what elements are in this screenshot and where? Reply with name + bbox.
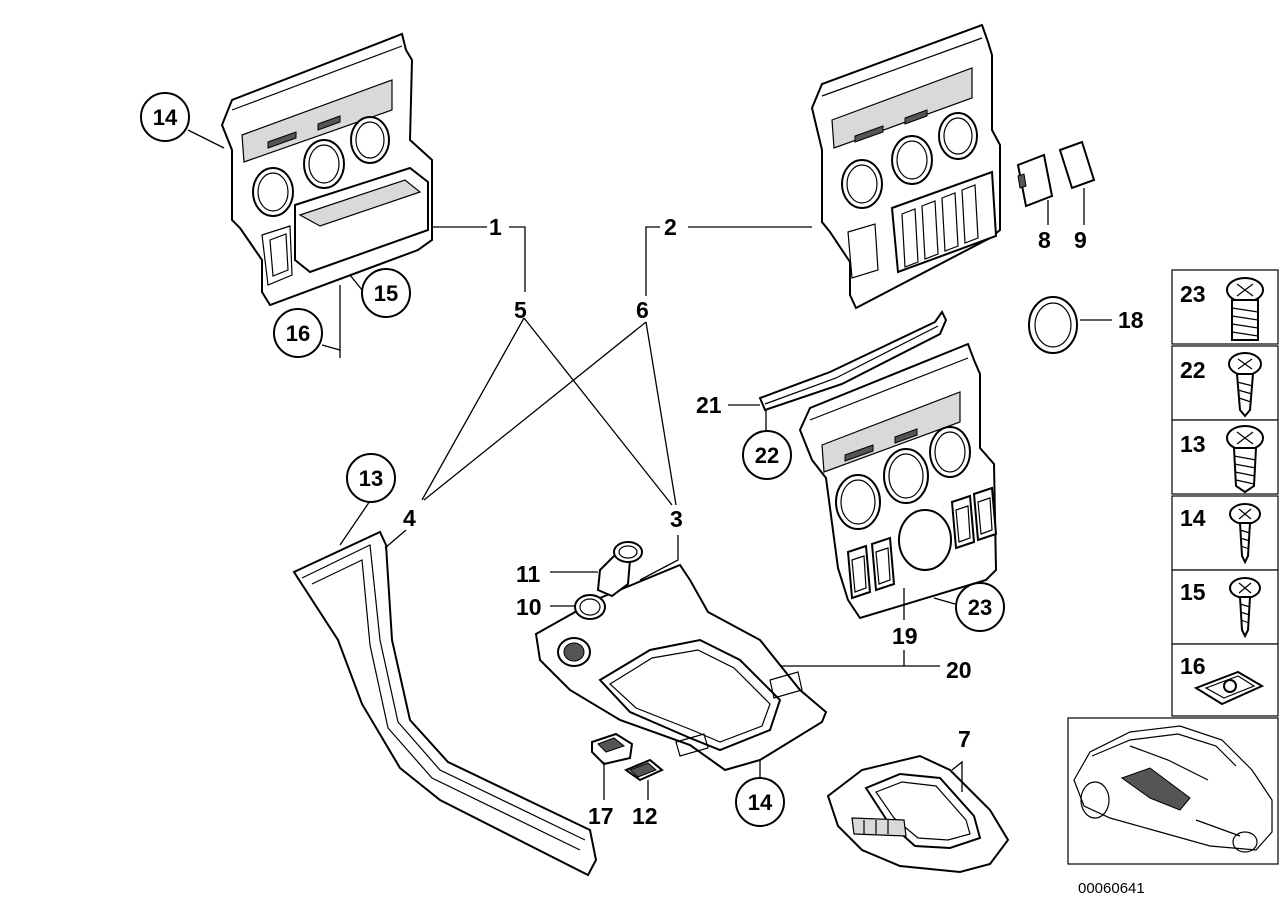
vehicle-location-thumbnail xyxy=(1067,717,1279,865)
side-trim-part-4 xyxy=(292,530,598,877)
clip-nut-icon-16 xyxy=(1193,670,1265,706)
callout-14-top: 14 xyxy=(140,92,190,142)
callout-22: 22 xyxy=(742,430,792,480)
center-panel-part-2 xyxy=(810,23,1001,310)
key-item-22: 22 xyxy=(1171,345,1279,421)
ring-part-18 xyxy=(1028,296,1078,354)
label-10: 10 xyxy=(516,594,542,620)
label-5: 5 xyxy=(514,297,527,323)
cover-part-8 xyxy=(1016,153,1054,208)
center-panel-part-19 xyxy=(798,342,998,620)
label-18: 18 xyxy=(1118,307,1144,333)
leader-lines xyxy=(187,129,1112,800)
key-item-15-label: 15 xyxy=(1180,579,1206,605)
key-item-15: 15 xyxy=(1171,569,1279,645)
label-17: 17 xyxy=(588,803,614,829)
key-item-22-label: 22 xyxy=(1180,357,1206,383)
label-8: 8 xyxy=(1038,227,1051,253)
center-panel-part-1 xyxy=(220,32,433,307)
key-item-13: 13 xyxy=(1171,419,1279,495)
cover-part-9 xyxy=(1058,140,1096,190)
label-1: 1 xyxy=(489,214,502,240)
screw-icon-22 xyxy=(1228,352,1262,418)
clip-part-12 xyxy=(623,758,664,782)
callout-15: 15 xyxy=(361,268,411,318)
callout-22-label: 22 xyxy=(755,443,779,468)
diagram-number: 00060641 xyxy=(1078,880,1145,897)
label-7: 7 xyxy=(958,726,971,752)
callout-23: 23 xyxy=(955,582,1005,632)
label-9: 9 xyxy=(1074,227,1087,253)
console-trim-part-3 xyxy=(534,563,828,772)
callout-14-bottom: 14 xyxy=(735,777,785,827)
label-20: 20 xyxy=(946,657,972,683)
callout-14-bottom-label: 14 xyxy=(748,790,773,815)
key-item-16-label: 16 xyxy=(1180,653,1206,679)
label-2: 2 xyxy=(664,214,677,240)
lighter-ring-part-10 xyxy=(574,594,606,620)
key-item-14-label: 14 xyxy=(1180,505,1206,531)
callout-16: 16 xyxy=(273,308,323,358)
part-labels: 1 2 5 6 4 3 11 10 17 12 7 8 9 18 21 19 2… xyxy=(403,214,1144,829)
callout-14-top-label: 14 xyxy=(153,105,178,130)
label-6: 6 xyxy=(636,297,649,323)
callout-13: 13 xyxy=(346,453,396,503)
label-19: 19 xyxy=(892,623,918,649)
label-12: 12 xyxy=(632,803,658,829)
screw-icon-23 xyxy=(1226,277,1264,341)
key-item-16: 16 xyxy=(1171,643,1279,717)
key-item-13-label: 13 xyxy=(1180,431,1206,457)
label-4: 4 xyxy=(403,505,416,531)
callout-13-label: 13 xyxy=(359,466,383,491)
trim-strip-part-21 xyxy=(758,310,948,412)
screw-icon-15 xyxy=(1229,577,1261,639)
callout-16-label: 16 xyxy=(286,321,310,346)
key-item-14: 14 xyxy=(1171,495,1279,571)
key-item-23: 23 xyxy=(1171,269,1279,345)
key-item-23-label: 23 xyxy=(1180,281,1206,307)
callout-23-label: 23 xyxy=(968,595,992,620)
clip-part-17 xyxy=(591,732,634,766)
screw-icon-14 xyxy=(1229,503,1261,565)
callout-15-label: 15 xyxy=(374,281,398,306)
label-3: 3 xyxy=(670,506,683,532)
screw-icon-13 xyxy=(1226,425,1264,494)
label-21: 21 xyxy=(696,392,722,418)
fastener-key: 23 22 13 xyxy=(1171,269,1279,717)
lighter-part-11 xyxy=(596,541,643,598)
shift-cover-part-7 xyxy=(826,754,1010,874)
label-11: 11 xyxy=(516,561,541,587)
